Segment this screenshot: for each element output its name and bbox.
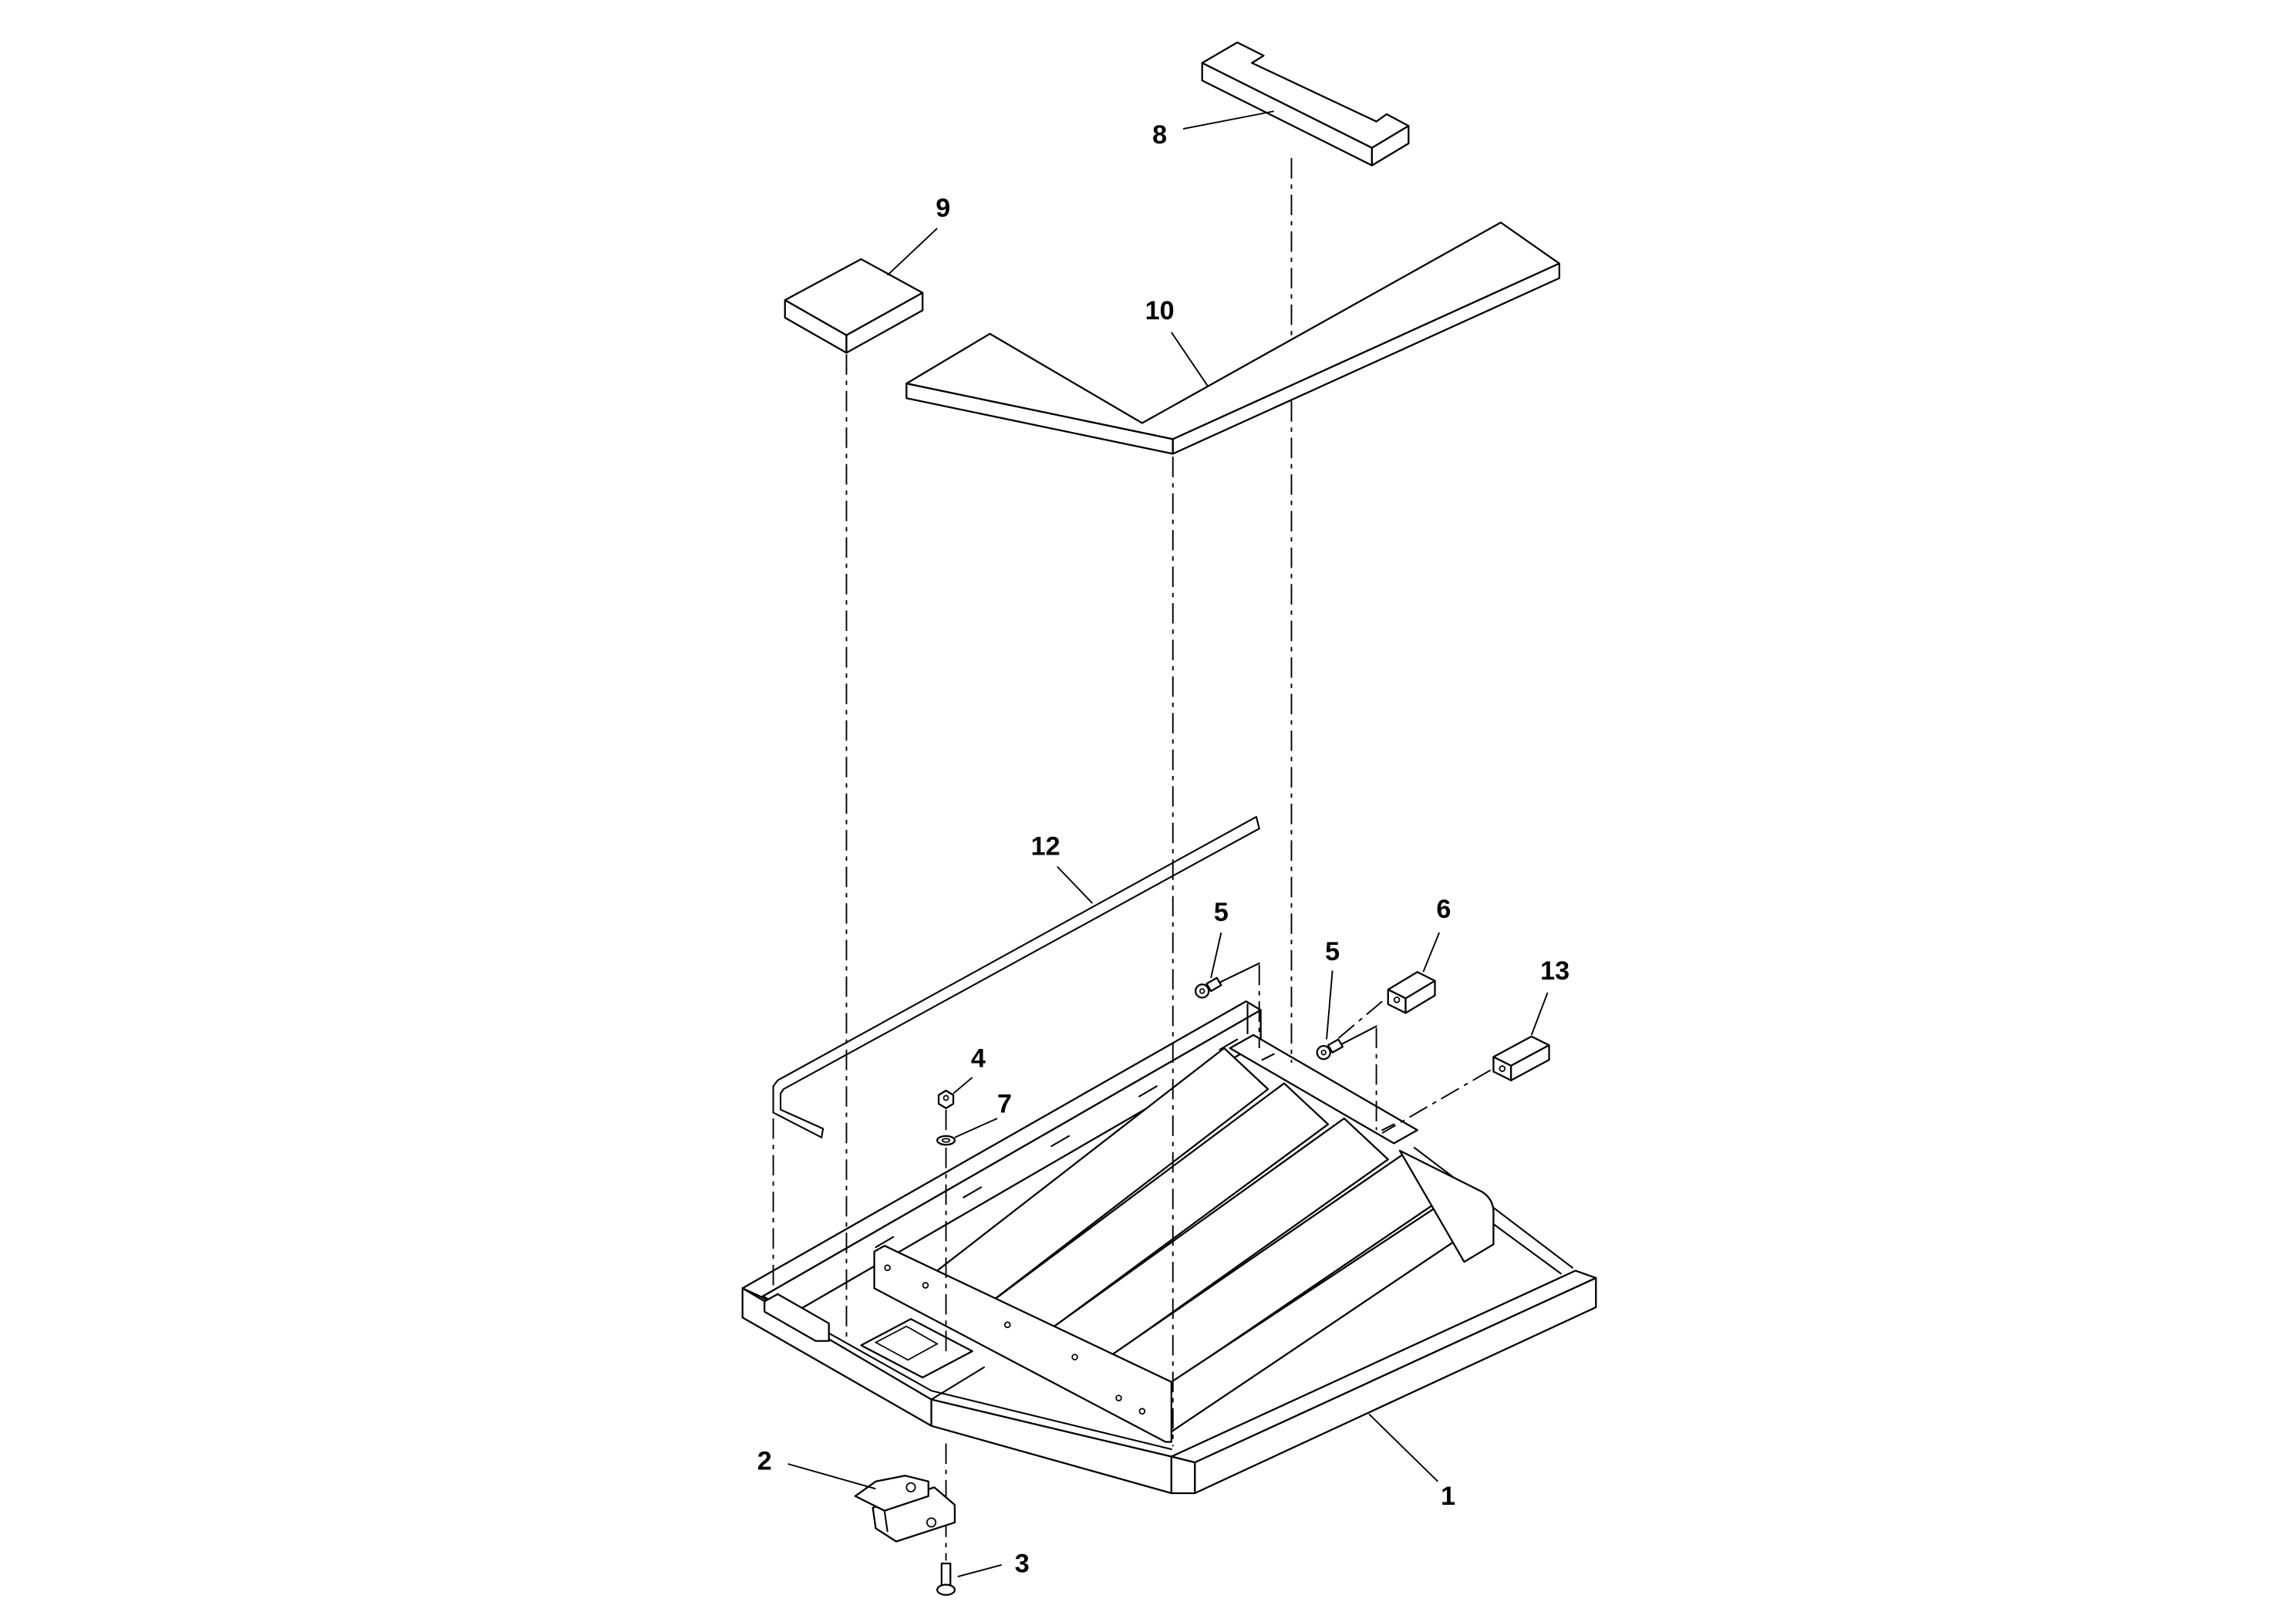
part-9-side-face	[845, 292, 924, 354]
part-13-hole	[1499, 1065, 1506, 1072]
tray-front-corner	[1170, 1455, 1196, 1495]
leader-line-13	[1530, 992, 1549, 1036]
louver-end-plate	[1398, 1149, 1495, 1263]
tray-back-wall-slot	[1219, 1038, 1239, 1050]
partition-hole	[1115, 1394, 1122, 1401]
part-10-v-pad	[905, 221, 1560, 455]
callout-4: 4	[971, 1044, 986, 1074]
bracket-hole	[905, 1482, 916, 1492]
tray-rear-bracket-slot	[1381, 1123, 1395, 1131]
washer-bore	[941, 1138, 951, 1143]
leader-line-10	[1171, 332, 1209, 387]
callout-labels: 1 2 3 4 5 5 6 7 8 9 10 12 13	[757, 120, 1569, 1578]
partition-hole	[1004, 1321, 1011, 1328]
nut-bore	[942, 1094, 949, 1101]
part-10-right-edge-face	[1172, 262, 1560, 455]
part-6-side-face	[1404, 980, 1436, 1014]
tray-back-wall-slot	[1050, 1135, 1070, 1148]
leader-line-4	[952, 1077, 973, 1094]
partition-hole	[922, 1282, 929, 1289]
part-5-screw	[1316, 1038, 1344, 1061]
callout-1: 1	[1441, 1482, 1455, 1511]
leader-line-5b	[1326, 970, 1333, 1040]
part-7-washer	[936, 1135, 956, 1146]
part-12-outer-edge	[772, 816, 1257, 1138]
leader-line-7	[954, 1118, 998, 1138]
partition-hole	[1071, 1354, 1078, 1361]
leader-line-9	[887, 228, 938, 276]
callout-13: 13	[1540, 956, 1569, 986]
callout-7: 7	[997, 1089, 1012, 1118]
part-12-angle-strip	[772, 816, 1260, 1138]
callout-9: 9	[936, 194, 950, 223]
part-12-end-cap	[821, 1128, 824, 1138]
tray-floor-plate-opening	[874, 1325, 939, 1361]
screw-shank	[1205, 976, 1222, 993]
part-3-bolt	[936, 1562, 956, 1597]
leader-line-3	[957, 1564, 1002, 1578]
tray-rear-bracket-slot	[1261, 1053, 1275, 1061]
tray-back-wall-slot	[963, 1186, 983, 1199]
part-13-block	[1492, 1035, 1550, 1081]
screw-shank	[1327, 1038, 1344, 1054]
partition-hole	[884, 1264, 891, 1271]
callout-12: 12	[1031, 831, 1060, 861]
leader-line-5a	[1210, 932, 1222, 979]
part-13-side-face	[1510, 1044, 1550, 1081]
callout-2: 2	[757, 1447, 772, 1476]
callout-5b: 5	[1325, 937, 1340, 966]
leader-line-1	[1368, 1413, 1438, 1482]
leader-line-6	[1422, 932, 1441, 973]
leader-line-12	[1057, 865, 1094, 904]
callout-6: 6	[1436, 895, 1451, 924]
part-6-block	[1387, 971, 1436, 1014]
part-8-spacer-bar	[1201, 41, 1410, 167]
tray-rear-bracket	[1229, 1034, 1418, 1145]
tray-back-wall-slot	[1138, 1085, 1158, 1098]
part-1-tray	[741, 1000, 1597, 1495]
assembly-lines	[772, 157, 1492, 1561]
assembly-line-6	[1334, 1000, 1383, 1042]
tray-back-wall-slot	[875, 1236, 895, 1249]
callout-8: 8	[1152, 120, 1167, 150]
callout-5a: 5	[1214, 898, 1229, 927]
part-12-inner-edge	[780, 828, 1260, 1130]
leader-line-8	[1182, 110, 1274, 130]
partition-hole	[1138, 1408, 1146, 1415]
bolt-shank	[940, 1562, 952, 1588]
part-12-end-cap	[1255, 816, 1260, 830]
part-4-nut	[937, 1089, 955, 1109]
screw-socket	[1320, 1049, 1327, 1056]
bracket-hole	[926, 1517, 937, 1528]
tray-left-end-block	[764, 1293, 830, 1342]
partition-plate-face	[873, 1245, 1173, 1443]
bolt-head	[936, 1583, 956, 1597]
leader-lines	[787, 110, 1549, 1578]
part-6-hole	[1393, 996, 1401, 1003]
bracket-base	[872, 1486, 956, 1543]
callout-10: 10	[1145, 296, 1175, 325]
callout-3: 3	[1015, 1549, 1030, 1578]
tray-partition-base	[930, 1366, 985, 1401]
bracket-edge	[883, 1509, 888, 1533]
part-5-screw	[1195, 976, 1222, 999]
tray-partition-plate	[873, 1245, 1173, 1443]
leader-line-2	[787, 1463, 876, 1490]
part-8-end-face	[1371, 125, 1410, 167]
part-9-square-pad	[784, 258, 924, 354]
part-2-bracket	[854, 1475, 956, 1543]
screw-socket	[1199, 988, 1205, 994]
